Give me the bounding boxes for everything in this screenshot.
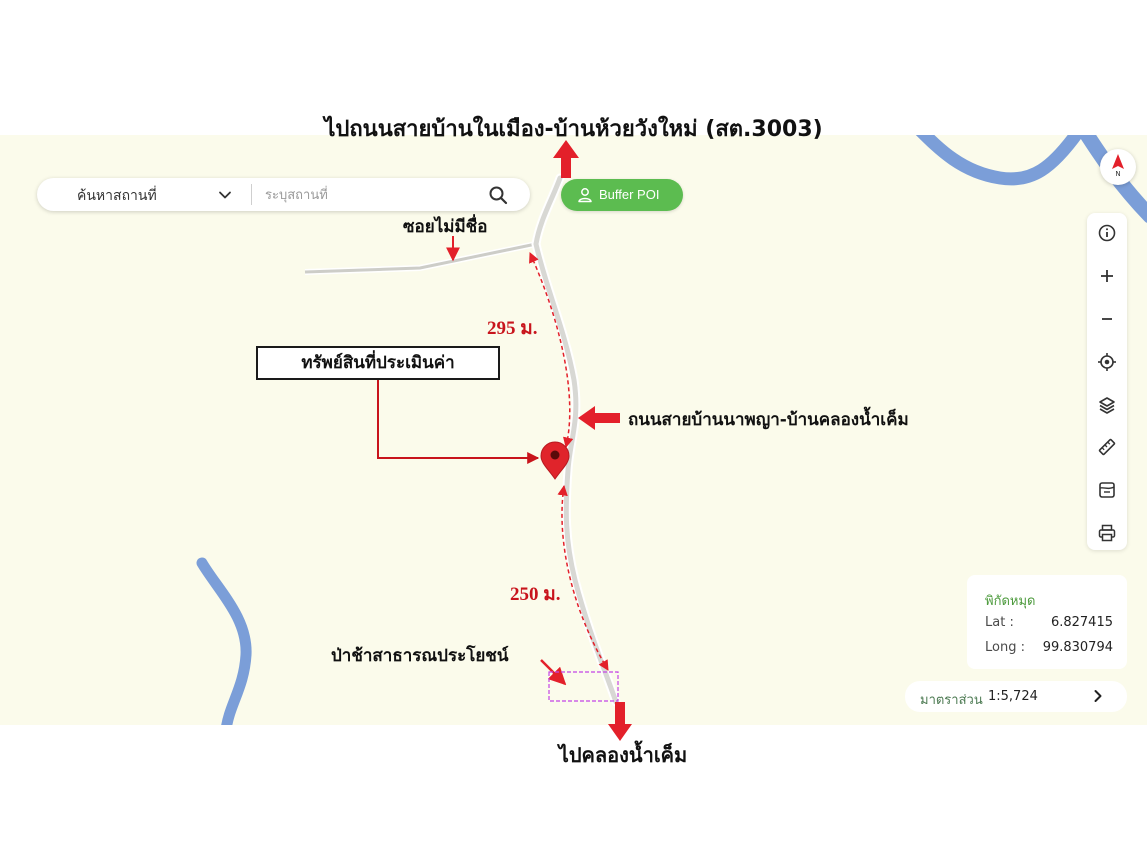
pin-coordinates-panel: พิกัดหมุด Lat : 6.827415 Long : 99.83079…	[967, 575, 1127, 669]
distance-north-label: 295 ม.	[487, 318, 538, 339]
locate-icon	[1098, 353, 1116, 371]
main-road-label: ถนนสายบ้านนาพญา-บ้านคลองน้ำเค็ม	[628, 410, 909, 430]
chevron-down-icon[interactable]	[217, 187, 233, 203]
distance-south-label: 250 ม.	[510, 584, 561, 605]
print-icon	[1098, 524, 1116, 542]
info-icon	[1098, 224, 1116, 242]
north-destination-label: ไปถนนสายบ้านในเมือง-บ้านห้วยวังใหม่ (สต.…	[324, 117, 823, 142]
info-button[interactable]	[1095, 221, 1119, 245]
longitude-value: 99.830794	[1042, 640, 1113, 655]
search-icon[interactable]	[488, 185, 508, 205]
person-icon	[578, 188, 592, 203]
latitude-value: 6.827415	[1050, 615, 1113, 630]
measure-button[interactable]	[1095, 435, 1119, 459]
layers-button[interactable]	[1095, 393, 1119, 417]
search-category-dropdown[interactable]: ค้นหาสถานที่	[77, 188, 157, 204]
compass-button[interactable]: N	[1100, 149, 1136, 185]
locate-button[interactable]	[1095, 350, 1119, 374]
cemetery-label: ป่าช้าสาธารณประโยชน์	[331, 646, 509, 666]
zoom-out-icon	[1102, 318, 1112, 320]
layers-icon	[1099, 397, 1115, 414]
coordinates-title: พิกัดหมุด	[985, 594, 1036, 609]
compass-north-label: N	[1115, 170, 1121, 178]
property-label-box: ทรัพย์สินที่ประเมินค่า	[256, 346, 500, 380]
ruler-icon	[1098, 438, 1116, 456]
scale-panel[interactable]: มาตราส่วน 1:5,724	[905, 681, 1127, 712]
latitude-label: Lat :	[985, 615, 1014, 630]
longitude-label: Long :	[985, 640, 1025, 655]
zoom-in-icon	[1101, 270, 1113, 282]
buffer-poi-label: Buffer POI	[599, 187, 660, 202]
unnamed-soi-label: ซอยไม่มีชื่อ	[403, 217, 488, 237]
search-divider	[251, 184, 252, 205]
buffer-poi-button[interactable]: Buffer POI	[561, 179, 683, 211]
compass-icon	[1112, 154, 1124, 169]
bookmark-icon	[1099, 482, 1115, 498]
zoom-in-button[interactable]	[1095, 264, 1119, 288]
scale-value: 1:5,724	[988, 689, 1038, 704]
south-destination-label: ไปคลองน้ำเค็ม	[558, 743, 688, 767]
zoom-out-button[interactable]	[1095, 307, 1119, 331]
search-bar: ค้นหาสถานที่	[37, 178, 530, 211]
map-toolbar	[1087, 213, 1127, 550]
chevron-right-icon[interactable]	[1090, 688, 1106, 704]
bookmark-button[interactable]	[1095, 478, 1119, 502]
scale-label: มาตราส่วน	[920, 693, 983, 708]
search-input[interactable]	[263, 183, 487, 207]
print-button[interactable]	[1095, 521, 1119, 545]
